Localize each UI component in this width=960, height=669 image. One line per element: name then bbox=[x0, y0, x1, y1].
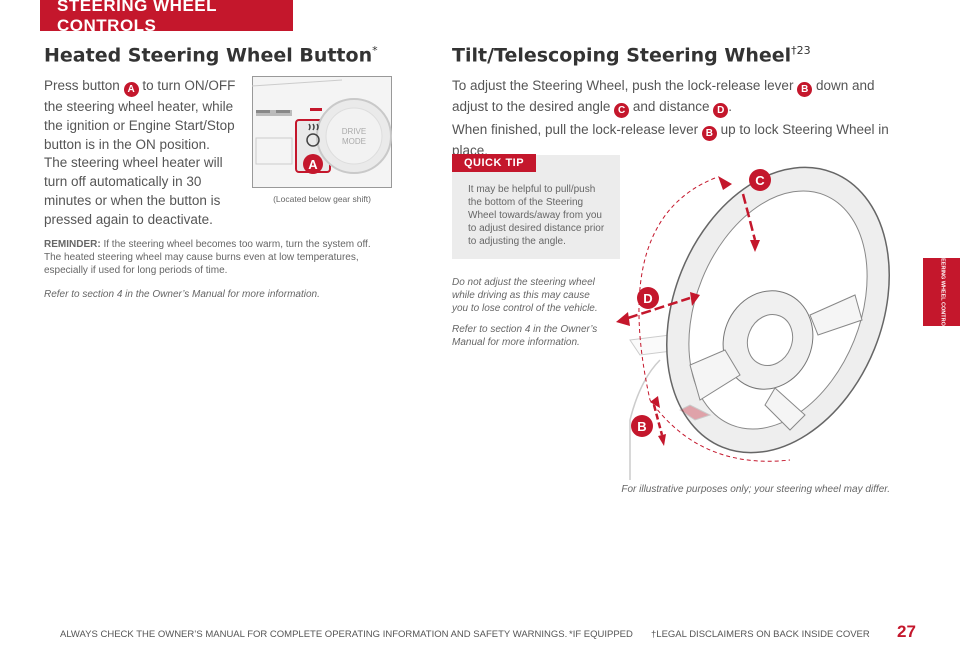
badge-c: C bbox=[614, 103, 630, 118]
reminder: REMINDER: If the steering wheel becomes … bbox=[44, 239, 371, 276]
callout-badge-a: A bbox=[123, 82, 139, 97]
quick-tip-text: It may be helpful to pull/push the botto… bbox=[468, 184, 605, 247]
footer-warning: ALWAYS CHECK THE OWNER’S MANUAL FOR COMP… bbox=[60, 629, 568, 640]
heated-paragraph-1: Press button A to turn ON/OFF the steeri… bbox=[44, 78, 236, 152]
page-number: 27 bbox=[897, 622, 916, 641]
tilt-refer: Refer to section 4 in the Owner’s Manual… bbox=[452, 324, 598, 348]
callout-b: B bbox=[637, 419, 646, 434]
heated-refer: Refer to section 4 in the Owner’s Manual… bbox=[44, 289, 320, 300]
callout-d: D bbox=[643, 291, 652, 306]
badge-b: B bbox=[797, 82, 813, 97]
quick-tip-box bbox=[452, 155, 620, 259]
heated-wheel-icon bbox=[306, 123, 320, 147]
heated-button-image: DRIVE MODE A bbox=[252, 76, 392, 188]
section-banner: STEERING WHEEL CONTROLS bbox=[40, 0, 293, 35]
steering-wheel-illustration: C D B bbox=[616, 166, 890, 480]
badge-d: D bbox=[713, 103, 729, 118]
quick-tip-label: QUICK TIP bbox=[452, 154, 536, 172]
tilt-title: Tilt/Telescoping Steering Wheel†23 bbox=[452, 44, 811, 67]
callout-a: A bbox=[308, 157, 318, 172]
drive-mode-line1: DRIVE bbox=[342, 127, 366, 136]
footer-legal: †LEGAL DISCLAIMERS ON BACK INSIDE COVER bbox=[651, 629, 870, 640]
heated-title: Heated Steering Wheel Button* bbox=[44, 44, 378, 67]
illustrative-note: For illustrative purposes only; your ste… bbox=[621, 484, 890, 495]
drive-mode-line2: MODE bbox=[342, 137, 366, 146]
tilt-paragraph-1: To adjust the Steering Wheel, push the l… bbox=[452, 78, 875, 118]
callout-c: C bbox=[755, 173, 765, 188]
footer-if-equipped: *IF EQUIPPED bbox=[569, 629, 633, 640]
side-tab-label: STEERING WHEEL CONTROLS bbox=[939, 251, 945, 333]
image-caption: (Located below gear shift) bbox=[273, 194, 371, 204]
badge-b-2: B bbox=[701, 126, 717, 141]
side-tab: STEERING WHEEL CONTROLS bbox=[923, 251, 960, 333]
heated-paragraph-2: The steering wheel heater will turn off … bbox=[44, 155, 223, 227]
tilt-warning: Do not adjust the steering wheel while d… bbox=[452, 277, 598, 314]
